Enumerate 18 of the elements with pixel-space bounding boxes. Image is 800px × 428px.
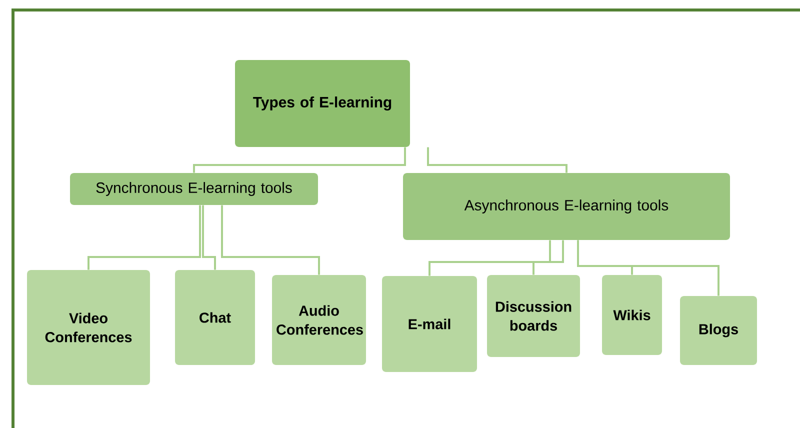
connector-line bbox=[577, 240, 720, 296]
tool-box: Wikis bbox=[602, 275, 662, 355]
connector-line bbox=[88, 205, 201, 270]
connector-line bbox=[221, 205, 320, 275]
tool-box: E-mail bbox=[382, 276, 477, 372]
tool-box: Audio Conferences bbox=[272, 275, 366, 365]
connector-line bbox=[428, 240, 551, 276]
category-box: Synchronous E-learning tools bbox=[70, 173, 318, 205]
connector-line bbox=[193, 147, 406, 173]
tool-box: Discussion boards bbox=[487, 275, 580, 357]
connector-line bbox=[532, 240, 564, 275]
connector-line bbox=[202, 205, 216, 270]
title-box: Types of E-learning bbox=[235, 60, 410, 147]
tool-box: Chat bbox=[175, 270, 255, 365]
tool-box: Blogs bbox=[680, 296, 757, 365]
connector-line bbox=[427, 147, 568, 173]
tool-box: Video Conferences bbox=[27, 270, 150, 385]
category-box: Asynchronous E-learning tools bbox=[403, 173, 730, 240]
